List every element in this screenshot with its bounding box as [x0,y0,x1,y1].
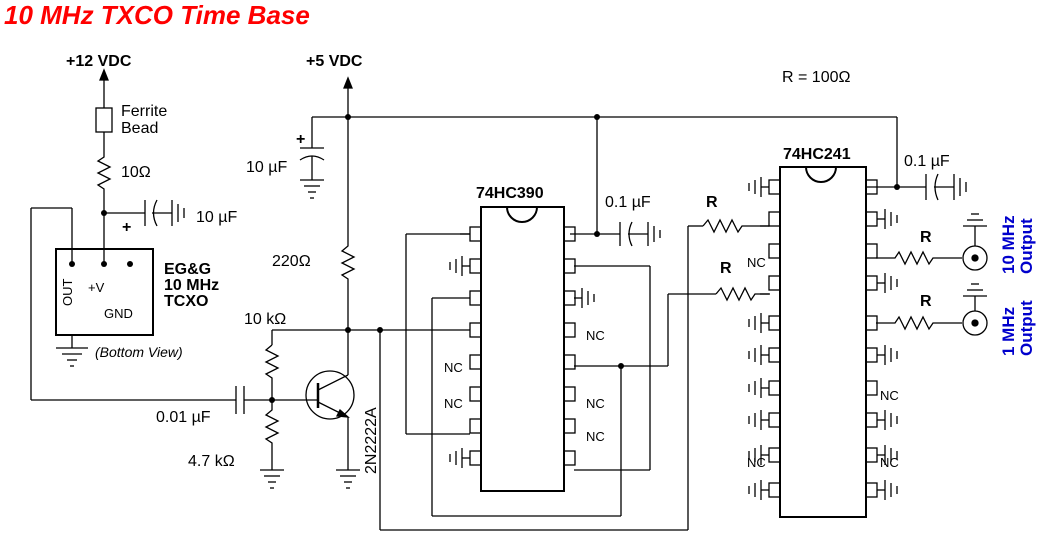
diagram-title: 10 MHz TXCO Time Base [4,0,310,30]
ic-pin [865,380,878,396]
ic-pin [768,315,781,331]
label-220-ohm: 220Ω [272,253,311,270]
label-10mhz-output: Output [1017,218,1036,274]
ic-pin [563,322,576,338]
label-10k: 10 kΩ [244,311,286,328]
label-tcxo-type: TCXO [164,293,208,310]
ic-pin [469,322,482,338]
label-bottom-view: (Bottom View) [95,344,183,360]
label-tcxo-out: OUT [60,279,75,307]
label-tcxo-gnd: GND [104,306,133,321]
label-r-value: R = 100Ω [782,69,850,86]
ic-pin [768,211,781,227]
ic-pin [469,290,482,306]
label-bead: Bead [121,120,158,137]
label-plus-tcxo: + [122,219,131,236]
ic-pin [768,179,781,195]
label-ic2: 74HC241 [783,146,851,163]
label-nc: NC [747,455,766,470]
label-r-lower: R [720,260,732,277]
ic-pin [563,354,576,370]
label-ic1: 74HC390 [476,185,544,202]
ic-pin [469,450,482,466]
label-r-top: R [706,194,718,211]
ic-pin [469,386,482,402]
ic-pin [865,482,878,498]
label-tcxo-maker: EG&G [164,261,211,278]
label-tcxo-freq: 10 MHz [164,277,219,294]
label-001uf: 0.01 µF [156,409,211,426]
label-r-out2: R [920,293,932,310]
ic-pin [563,450,576,466]
label-10-ohm: 10Ω [121,164,151,181]
ic-pin [768,243,781,259]
label-01uf-ic1: 0.1 µF [605,194,651,211]
ic-pin [768,482,781,498]
ic-pin [469,354,482,370]
label-10uf-tcxo: 10 µF [196,209,237,226]
ic-pin [865,347,878,363]
ic-pin [865,243,878,259]
ic-pin [768,412,781,428]
ic-pins [449,177,898,500]
label-nc: NC [880,455,899,470]
label-12vdc: +12 VDC [66,53,132,70]
label-nc: NC [444,396,463,411]
label-10mhz: 10 MHz [999,215,1018,274]
ic-pin [865,275,878,291]
ic-pin [469,258,482,274]
label-nc: NC [586,328,605,343]
ic-pin [865,412,878,428]
ic-pin [768,380,781,396]
label-ferrite: Ferrite [121,103,167,120]
label-5vdc: +5 VDC [306,53,363,70]
ic-pin [865,179,878,195]
ic-pin [865,211,878,227]
ic-pin [768,347,781,363]
ic-pin [469,418,482,434]
label-nc: NC [586,429,605,444]
label-nc: NC [444,360,463,375]
junction-dots [69,114,900,403]
label-01uf-ic2: 0.1 µF [904,153,950,170]
label-nc: NC [586,396,605,411]
ic-pin [563,226,576,242]
label-plus-rail: + [296,131,305,148]
ic-pin [865,447,878,463]
label-nc: NC [880,388,899,403]
ic-pin [563,290,576,306]
label-tcxo-v: +V [88,280,105,295]
ic-pin [563,258,576,274]
ic-pin [563,386,576,402]
ic-pin [865,315,878,331]
label-nc: NC [747,255,766,270]
label-r-out1: R [920,229,932,246]
ic-pin [469,226,482,242]
label-47k: 4.7 kΩ [188,453,235,470]
ic-pin [563,418,576,434]
ic-pin [768,275,781,291]
ic-pin [768,447,781,463]
label-1mhz-output: Output [1017,300,1036,356]
label-10uf-rail: 10 µF [246,159,287,176]
wires [30,68,988,531]
label-1mhz: 1 MHz [999,307,1018,356]
label-transistor: 2N2222A [363,407,380,474]
